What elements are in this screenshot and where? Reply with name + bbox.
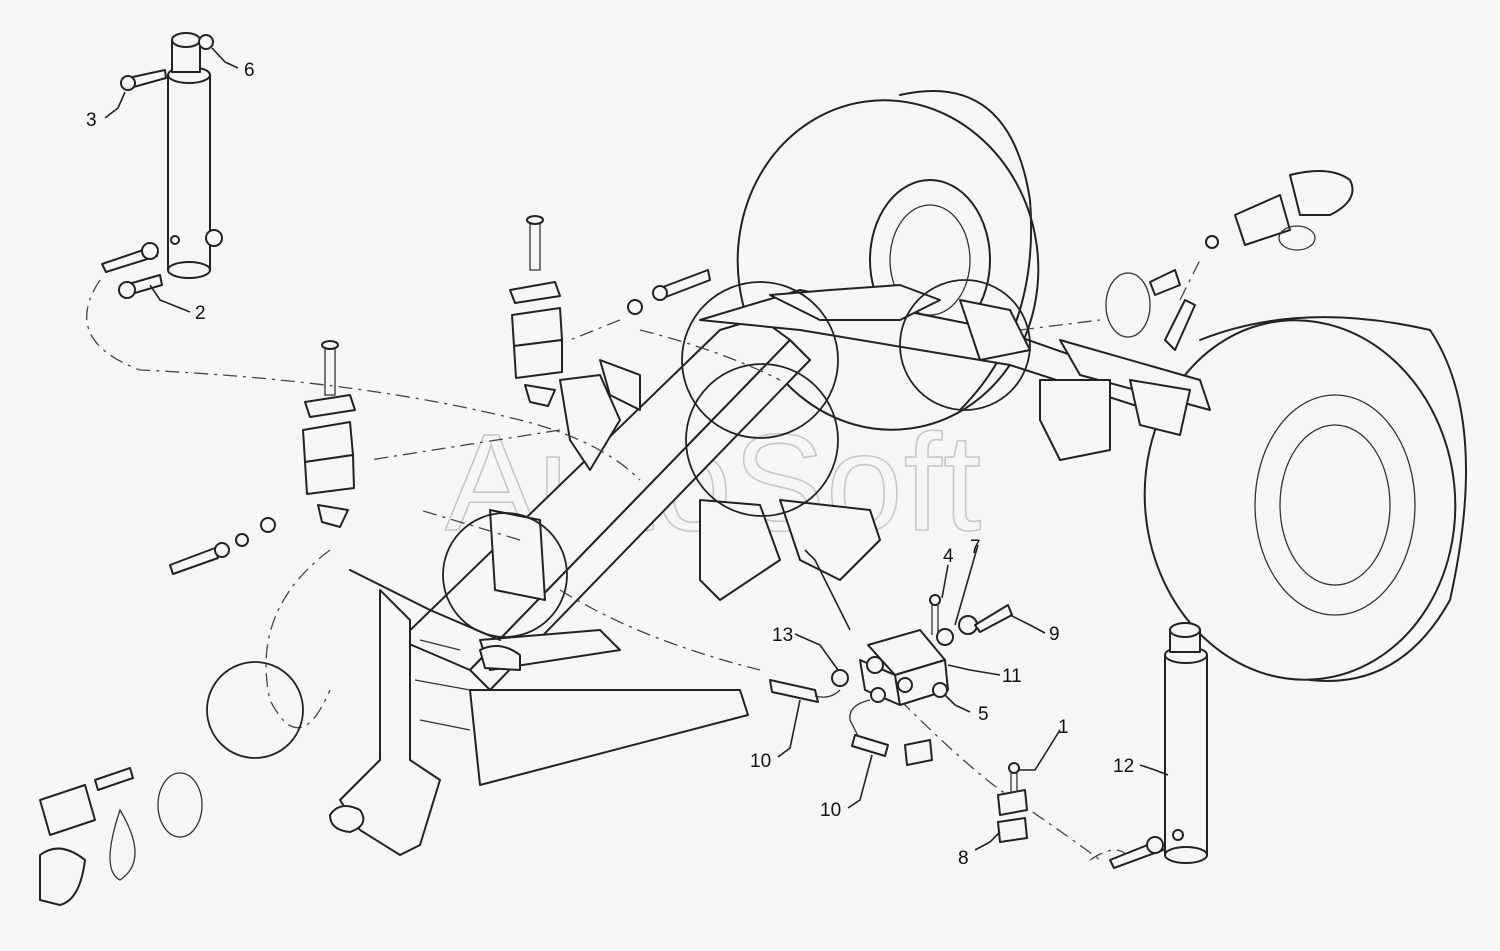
rear-wheel-lower: [1143, 316, 1467, 682]
callout-1: 1: [1058, 717, 1069, 738]
callout-8: 8: [958, 848, 969, 869]
callout-5: 5: [978, 704, 989, 725]
hydraulic-cylinder-lower: [1109, 622, 1208, 869]
callout-13: 13: [772, 625, 793, 646]
callout-10-lower: 10: [820, 800, 841, 821]
detail-circles: [206, 279, 1031, 759]
pipe-clamp-upper: [509, 215, 563, 407]
trailer-frame: [329, 284, 1211, 856]
callout-12: 12: [1113, 756, 1134, 777]
callout-10-upper: 10: [750, 751, 771, 772]
callout-3: 3: [86, 110, 97, 131]
callout-4: 4: [943, 546, 954, 567]
valve-assembly: [769, 594, 1028, 843]
hose-fittings: [39, 170, 1354, 906]
callout-labels: 1 2 3 4 5 6 7 8 9 10 10 11 12 13: [86, 60, 1134, 869]
pipe-clamp-lower: [302, 340, 356, 528]
leader-lines: [104, 47, 1169, 851]
callout-11: 11: [1002, 666, 1022, 687]
callout-9: 9: [1049, 624, 1060, 645]
callout-6: 6: [244, 60, 255, 81]
callout-2: 2: [195, 303, 206, 324]
hydraulic-line-paths: [86, 259, 1201, 861]
callout-7: 7: [970, 537, 981, 558]
hydraulic-cylinder-upper: [101, 32, 223, 299]
